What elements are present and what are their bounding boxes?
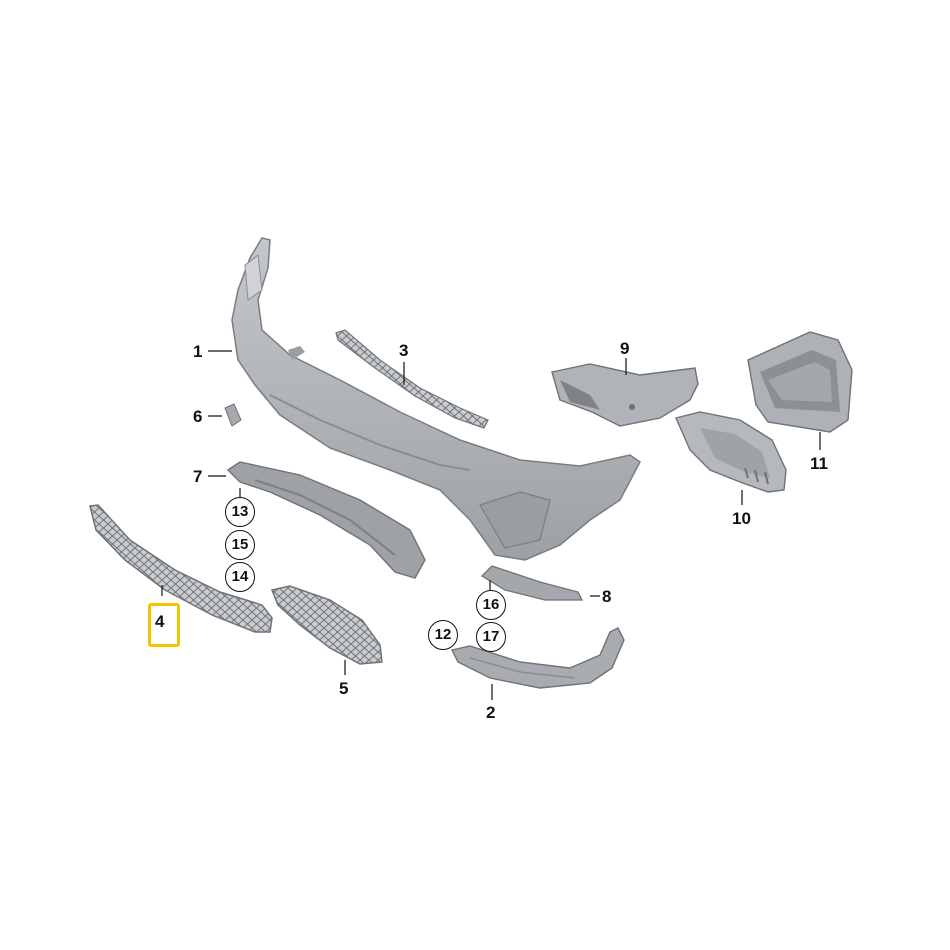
leader-lines [161, 350, 821, 700]
air-duct-part [551, 363, 699, 427]
part-label-2: 2 [486, 703, 496, 722]
circled-label-16: 16 [476, 590, 506, 620]
part-label-10: 10 [732, 509, 751, 528]
air-intake-housing-part [747, 331, 853, 433]
part-label-6: 6 [193, 407, 203, 426]
part-label-11: 11 [810, 454, 828, 473]
upper-grille-part [335, 329, 489, 429]
circled-label-12: 12 [428, 620, 458, 650]
part-label-5: 5 [339, 679, 349, 698]
circled-label-17: 17 [476, 622, 506, 652]
part-label-1: 1 [193, 342, 203, 361]
part-label-9: 9 [620, 339, 630, 358]
lower-grille-part [89, 504, 273, 633]
part-label-3: 3 [399, 341, 409, 360]
brake-duct-cover-part [675, 411, 787, 493]
part-label-4: 4 [155, 612, 165, 631]
side-grille-part [270, 585, 383, 665]
circled-label-13: 13 [225, 497, 255, 527]
splitter-part [450, 627, 625, 689]
air-deflector-part [226, 461, 426, 579]
part-label-8: 8 [602, 587, 612, 606]
circled-label-14: 14 [225, 562, 255, 592]
clip-part [224, 403, 242, 427]
trim-strip-part [480, 565, 584, 601]
circled-label-15: 15 [225, 530, 255, 560]
highlight-box [148, 603, 180, 647]
part-label-7: 7 [193, 467, 203, 486]
bumper-cover-part [231, 237, 641, 561]
